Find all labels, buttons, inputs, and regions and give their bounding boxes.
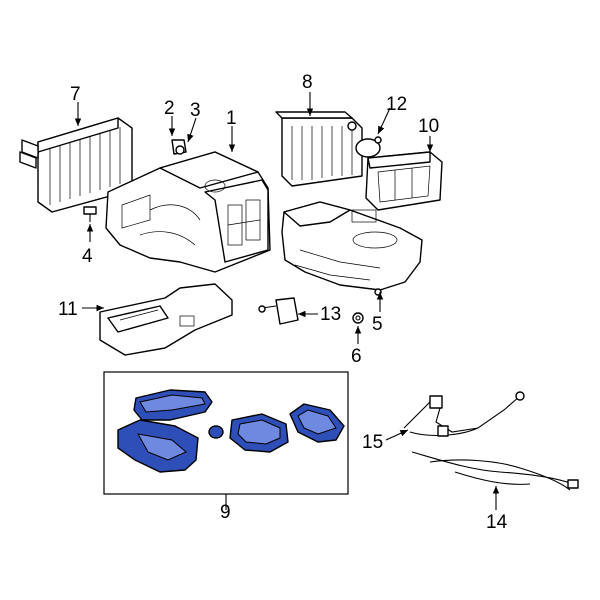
duct-part[interactable] (99, 283, 233, 356)
screw-part[interactable] (83, 206, 97, 222)
seal-kit-highlighted-parts[interactable] (117, 389, 345, 473)
callout-15: 15 (362, 432, 383, 453)
callout-5: 5 (372, 314, 383, 335)
clip-part[interactable] (352, 312, 364, 324)
callout-14: 14 (486, 512, 508, 533)
callout-13: 13 (320, 304, 341, 325)
actuator-motor-part[interactable] (355, 136, 382, 158)
evaporator-housing-part[interactable] (281, 201, 423, 296)
callout-4: 4 (82, 246, 93, 267)
callout-1: 1 (226, 108, 237, 129)
hvac-housing-part[interactable] (105, 151, 271, 273)
heater-core-part[interactable] (19, 117, 133, 213)
callout-2: 2 (164, 98, 175, 119)
callout-11: 11 (58, 299, 78, 320)
callout-3: 3 (190, 100, 201, 121)
callout-8: 8 (302, 72, 313, 93)
callout-10: 10 (418, 116, 439, 137)
callout-9: 9 (220, 502, 231, 523)
control-cable-part[interactable] (411, 451, 579, 491)
evaporator-core-part[interactable] (275, 111, 363, 187)
blower-resistor-part[interactable] (258, 297, 299, 325)
wiring-harness-part[interactable] (403, 391, 525, 437)
callout-6: 6 (351, 346, 362, 367)
leader-lines (74, 92, 500, 510)
callout-7: 7 (70, 84, 81, 105)
sensor-part[interactable] (171, 139, 187, 155)
callout-labels: 7 2 3 1 4 8 12 10 5 6 11 13 9 15 14 (58, 72, 508, 533)
recirc-housing-part[interactable] (365, 151, 443, 211)
callout-12: 12 (386, 94, 407, 115)
